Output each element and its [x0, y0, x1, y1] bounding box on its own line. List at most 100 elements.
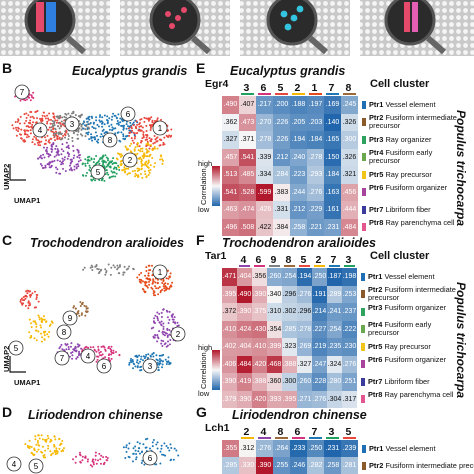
heatmap-cell: .191: [312, 285, 327, 303]
heatmap-cell: .296: [282, 285, 297, 303]
cluster-points: [72, 451, 109, 468]
umap-point: [59, 160, 62, 163]
umap-point: [77, 115, 80, 118]
umap-point: [169, 443, 172, 446]
umap-point: [72, 157, 75, 159]
umap-point: [164, 454, 167, 457]
umap-point: [105, 131, 108, 133]
umap-point: [123, 265, 126, 268]
umap-point: [161, 288, 164, 291]
cluster-label-text: 6: [102, 362, 107, 371]
umap-point: [30, 94, 33, 97]
cluster-label-circle: [152, 264, 168, 280]
umap-point: [69, 345, 72, 348]
row-code: Ptr7: [369, 204, 384, 214]
cluster-label-circle: [64, 116, 80, 132]
umap-point: [111, 115, 114, 118]
umap-point: [134, 125, 137, 128]
umap-point: [38, 437, 41, 440]
cluster-label-text: 1: [158, 268, 163, 277]
umap-point: [172, 318, 175, 321]
umap-point: [17, 126, 20, 129]
correlation-colorbar: [212, 166, 220, 206]
umap-point: [160, 342, 163, 345]
umap-point: [39, 117, 41, 120]
umap-point: [46, 114, 49, 117]
umap-point: [151, 441, 154, 444]
umap-point: [165, 287, 168, 290]
umap-point: [37, 441, 39, 444]
umap-point: [101, 116, 104, 119]
umap-point: [56, 151, 59, 154]
umap-point: [42, 315, 45, 318]
umap-point: [24, 304, 27, 307]
umap-point: [154, 294, 157, 297]
heatmap-cell: .444: [341, 201, 358, 219]
umap-point: [128, 442, 131, 445]
legend-correlation-title: Correlation: [199, 168, 208, 205]
umap-point: [162, 285, 165, 288]
umap-point: [50, 453, 53, 456]
umap-point: [60, 450, 63, 453]
umap-point: [52, 128, 54, 131]
heatmap-cell: .285: [282, 320, 297, 338]
umap-point: [122, 135, 125, 138]
umap-point: [138, 125, 141, 128]
umap-point: [115, 166, 118, 169]
umap-point: [44, 117, 47, 120]
umap-point: [110, 350, 113, 353]
umap-point: [149, 279, 152, 282]
umap-point: [125, 268, 128, 271]
umap-point: [15, 134, 18, 137]
magnifier-icon: [266, 0, 328, 55]
heatmap-cell: .260: [267, 268, 282, 286]
umap-point: [99, 135, 102, 138]
umap-point: [29, 294, 31, 297]
umap-point: [15, 126, 17, 129]
umap-point: [139, 278, 142, 281]
umap-point: [162, 453, 165, 456]
umap-point: [140, 355, 143, 358]
umap-point: [67, 135, 70, 137]
umap-point: [140, 462, 143, 464]
umap-point: [91, 125, 94, 128]
heatmap-cell: .330: [239, 457, 256, 474]
umap-point: [38, 156, 41, 159]
umap-point: [143, 463, 146, 466]
umap-point: [153, 146, 156, 148]
umap-point: [95, 360, 98, 363]
heatmap-cell: .300: [341, 131, 358, 149]
heatmap-cell: .420: [252, 390, 267, 408]
umap-point: [139, 281, 142, 284]
cluster-color-tick: [292, 437, 305, 439]
row-code: Ptr2: [369, 460, 384, 470]
umap-point: [43, 318, 46, 321]
umap-point: [79, 159, 82, 162]
panel-e-corner-label: Egr4: [205, 78, 229, 90]
umap-point: [71, 136, 74, 139]
umap-point: [86, 307, 89, 310]
heatmap-cell: .239: [341, 440, 358, 457]
heatmap-cell: .276: [297, 285, 312, 303]
heatmap-cell: .235: [327, 338, 342, 356]
umap-point: [140, 158, 143, 161]
umap-point: [51, 160, 54, 163]
panel-label-g: G: [196, 404, 207, 420]
umap-point: [147, 169, 150, 172]
umap-point: [161, 366, 163, 369]
umap-point: [54, 438, 57, 441]
umap-point: [167, 136, 170, 138]
umap-point: [29, 129, 32, 132]
umap-point: [47, 155, 50, 158]
umap-point: [69, 114, 72, 117]
umap-point: [125, 135, 128, 138]
umap-point: [158, 138, 161, 141]
umap-point: [140, 358, 142, 361]
umap-point: [120, 131, 123, 134]
heatmap-col-header: 2: [243, 426, 250, 438]
umap-point: [154, 314, 157, 317]
umap-point: [23, 122, 26, 125]
heatmap-cell: .375: [252, 303, 267, 321]
heatmap-cell: .197: [307, 96, 324, 114]
umap-point: [55, 121, 58, 124]
